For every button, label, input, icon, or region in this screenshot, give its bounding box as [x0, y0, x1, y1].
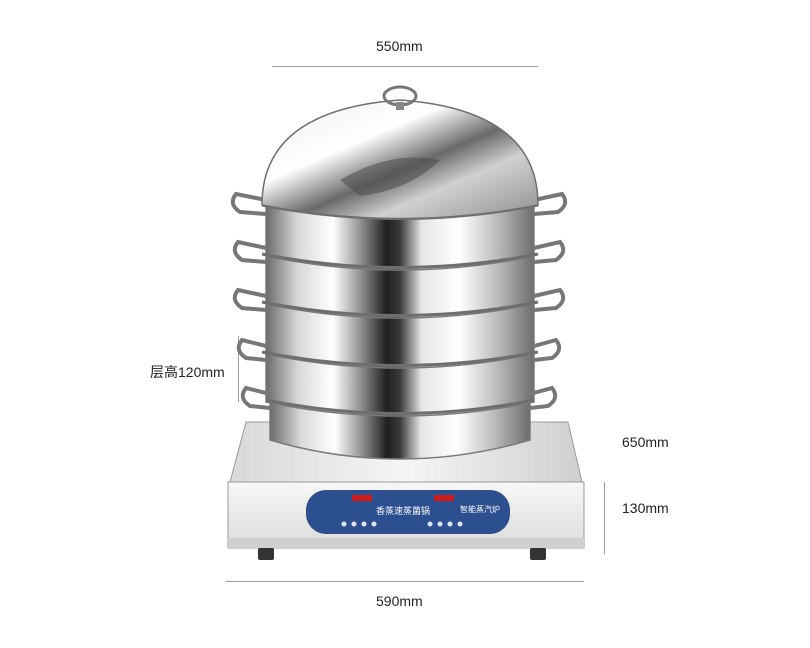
base-foot-right [530, 548, 546, 560]
steamer-layers [265, 204, 535, 460]
layer-height-label: 层高120mm [150, 364, 225, 380]
base-height-label: 130mm [622, 500, 669, 516]
base-foot-left [258, 548, 274, 560]
layer-height-line [238, 336, 239, 402]
bottom-width-line [226, 581, 584, 582]
panel-right-label: 智能蒸汽炉 [460, 505, 500, 514]
panel-buttons [341, 521, 463, 527]
steamer-handles [230, 191, 568, 410]
depth-label: 650mm [622, 434, 669, 450]
display-right [434, 495, 454, 501]
panel-center-label: 香蒸速蒸菌锅 [376, 507, 431, 517]
base-height-line [604, 482, 605, 554]
top-width-label: 550mm [376, 38, 423, 54]
bottom-width-label: 590mm [376, 593, 423, 609]
display-left [352, 495, 372, 501]
top-width-line [272, 66, 538, 67]
